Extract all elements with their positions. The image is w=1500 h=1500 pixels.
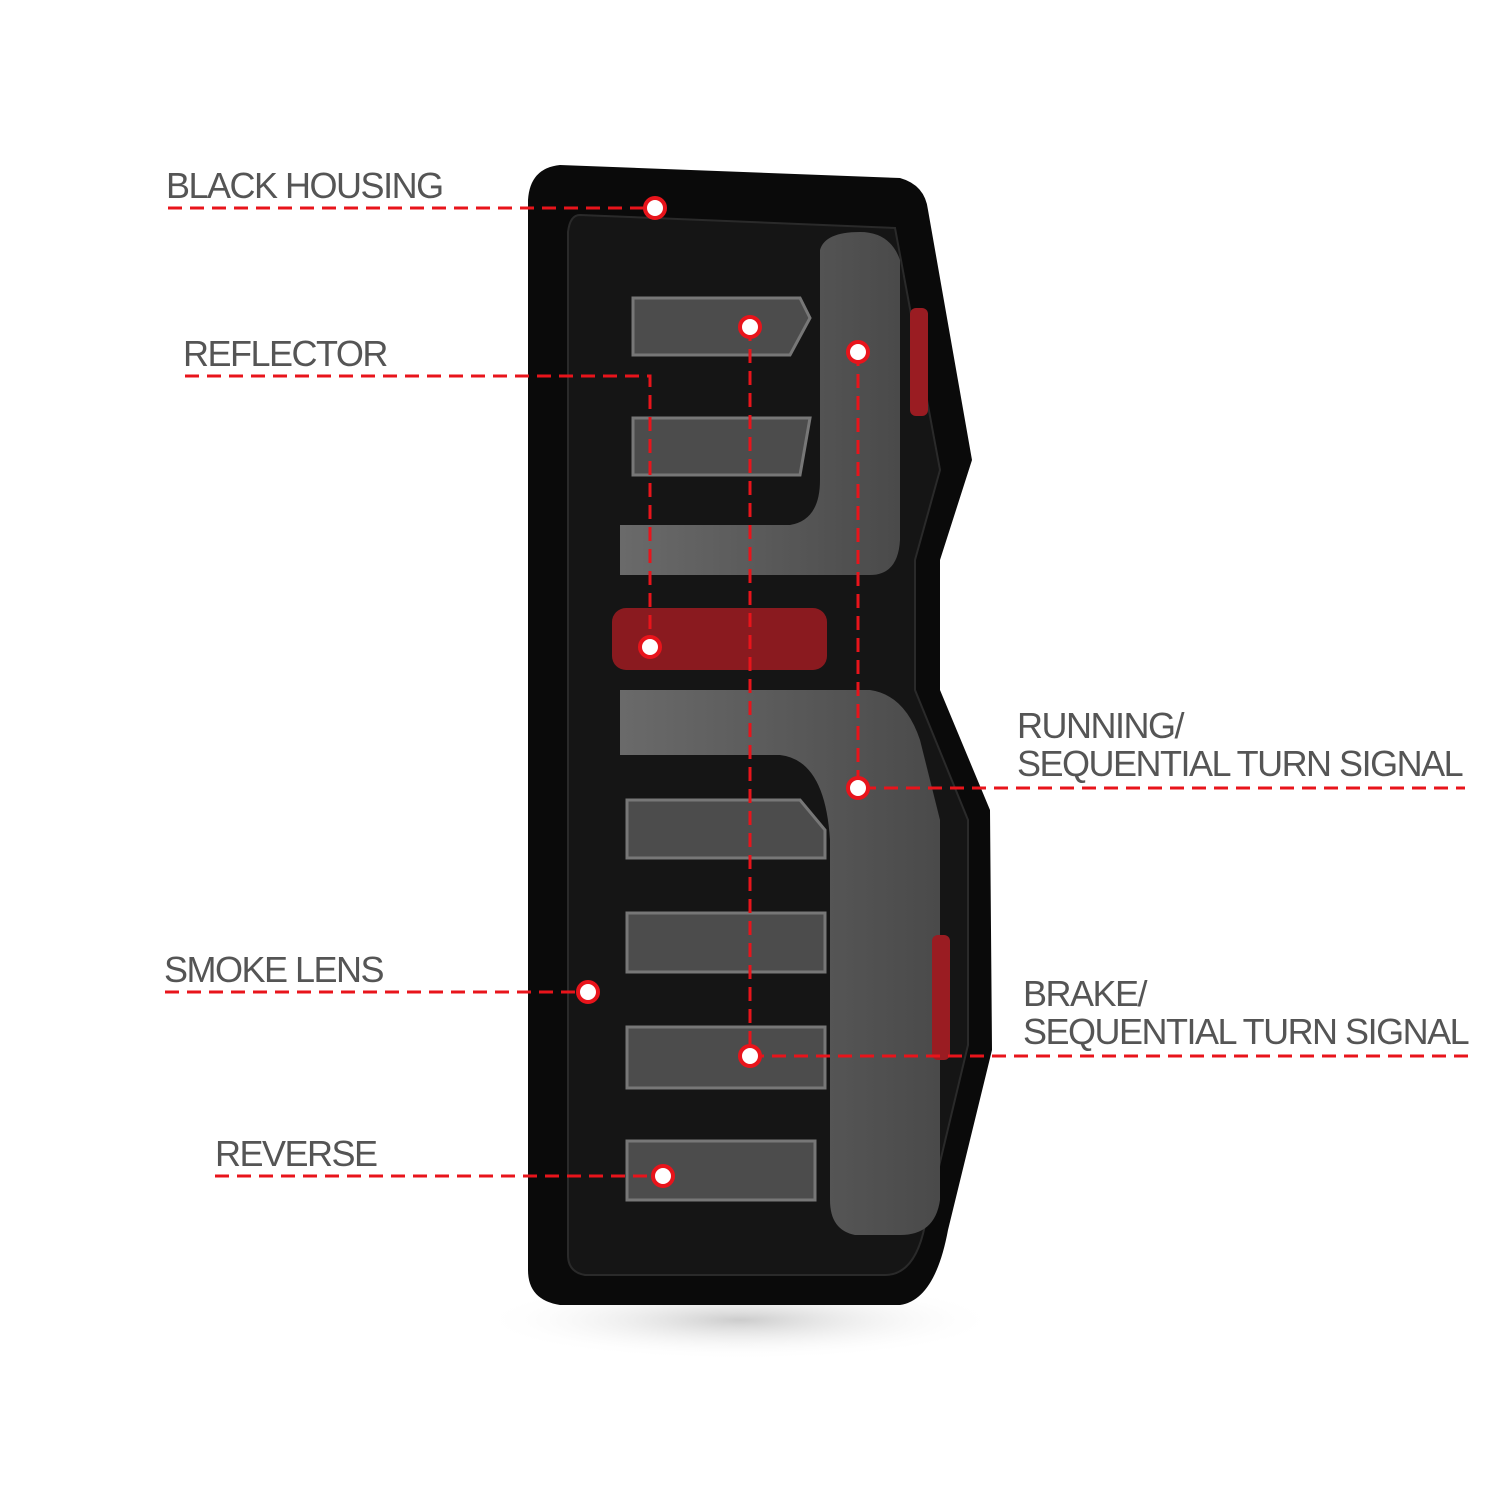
label-reverse: REVERSE bbox=[215, 1133, 378, 1174]
label-running-line2: SEQUENTIAL TURN SIGNAL bbox=[1017, 743, 1464, 784]
label-smoke-lens: SMOKE LENS bbox=[164, 949, 385, 990]
label-reflector: REFLECTOR bbox=[183, 333, 388, 374]
callout-dot-black-housing bbox=[643, 196, 667, 220]
running-light-bar bbox=[620, 232, 900, 575]
led-segment bbox=[625, 911, 827, 974]
callout-dot-led-top bbox=[738, 315, 762, 339]
reflector bbox=[612, 608, 827, 670]
callout-dot-running bbox=[846, 776, 870, 800]
callout-dot-reflector bbox=[638, 635, 662, 659]
led-segment bbox=[625, 798, 827, 860]
label-running-line1: RUNNING/ bbox=[1017, 705, 1185, 746]
label-black-housing: BLACK HOUSING bbox=[166, 165, 444, 206]
callout-lines bbox=[165, 206, 1470, 1178]
reverse-segment bbox=[625, 1139, 817, 1202]
led-segment bbox=[631, 296, 812, 357]
side-marker-bottom bbox=[932, 935, 950, 1060]
callout-line-reflector bbox=[185, 374, 652, 647]
callout-dot-smoke-lens bbox=[576, 980, 600, 1004]
callout-dot-running-top bbox=[846, 340, 870, 364]
label-brake-line1: BRAKE/ bbox=[1023, 973, 1148, 1014]
callout-dot-brake bbox=[738, 1044, 762, 1068]
led-segment bbox=[625, 1025, 827, 1090]
label-brake-line2: SEQUENTIAL TURN SIGNAL bbox=[1023, 1011, 1470, 1052]
brake-light-bar bbox=[620, 690, 940, 1235]
led-segment bbox=[631, 416, 812, 477]
callout-line-running bbox=[856, 352, 1465, 790]
callout-dot-reverse bbox=[651, 1164, 675, 1188]
side-marker-top bbox=[910, 308, 928, 416]
